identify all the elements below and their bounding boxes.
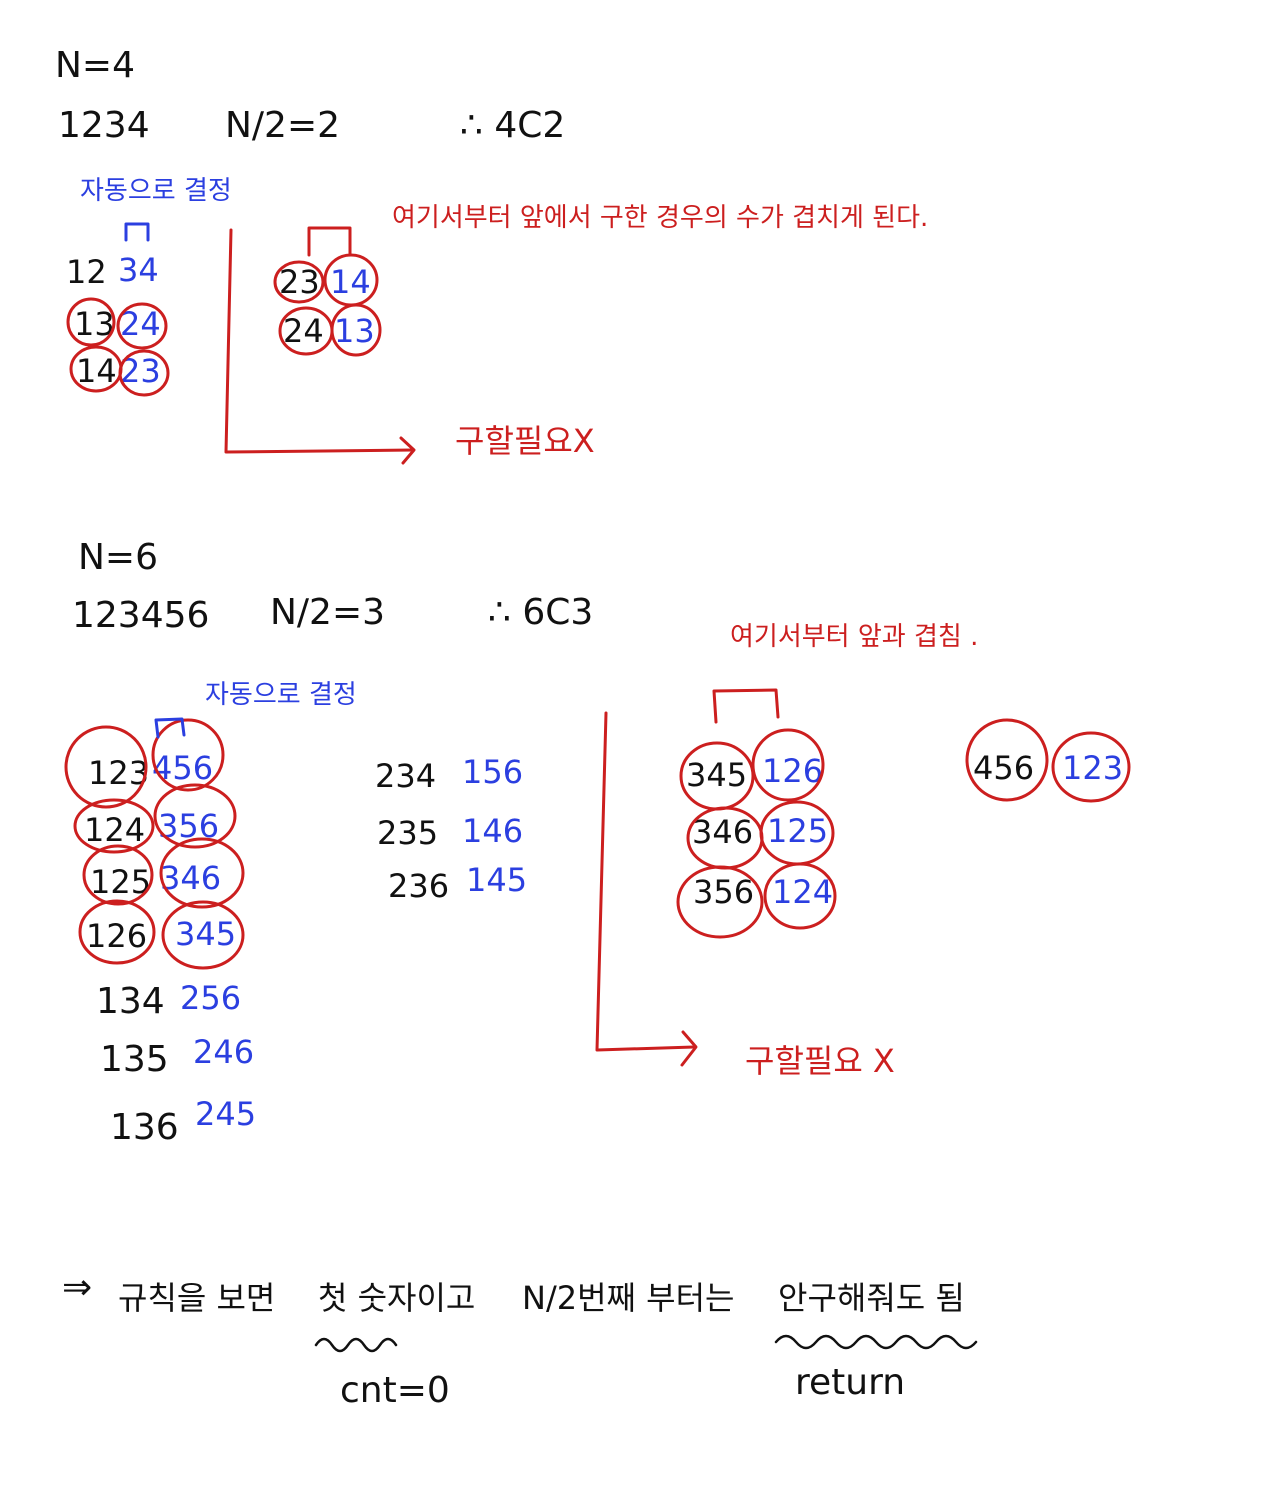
n6-col1-row-7-first: 136 (110, 1107, 179, 1148)
n6-circle-345b (679, 741, 755, 811)
n6-col1-row-4-second: 345 (175, 915, 237, 953)
n4-right-row-1-second: 14 (330, 263, 371, 301)
n6-circle-456b (965, 718, 1049, 802)
n6-circle-126 (78, 899, 156, 965)
n4-right-row-2-first: 24 (283, 312, 324, 350)
n6-circle-123b (1051, 731, 1131, 803)
n6-combination: ∴ 6C3 (488, 592, 594, 633)
n6-circle-123 (64, 725, 148, 809)
n6-bracket (712, 688, 780, 724)
n4-circle-14b (323, 253, 379, 307)
n6-col1-row-2-first: 124 (84, 811, 146, 849)
n6-circle-456 (151, 718, 225, 792)
conclusion-part3: 안구해줘도 됨 (778, 1279, 965, 1317)
n6-col4-row-1-first: 456 (973, 749, 1035, 787)
n4-circle-24 (116, 302, 168, 350)
n6-auto-note: 자동으로 결정 (205, 680, 357, 710)
n4-right-row-1-first: 23 (279, 263, 320, 301)
underline-first-digit (314, 1337, 398, 1353)
conclusion-prefix: 규칙을 보면 (118, 1279, 276, 1317)
n6-circle-124 (73, 798, 155, 854)
n4-blue-bracket (124, 222, 150, 242)
n4-row-3-second: 23 (120, 352, 161, 390)
n4-overlap-note: 여기서부터 앞에서 구한 경우의 수가 겹치게 된다. (392, 203, 929, 233)
n4-arrow-head (399, 436, 416, 465)
n6-arrow-head (680, 1030, 698, 1067)
n6-col1-row-6-first: 135 (100, 1039, 169, 1080)
n6-circle-126b (751, 728, 825, 802)
n4-arrow-line (224, 228, 415, 454)
n6-blue-bracket (154, 717, 186, 739)
n6-col1-row-2-second: 356 (158, 807, 220, 845)
n6-col1-row-3-first: 125 (90, 863, 152, 901)
n4-no-need-label: 구할필요X (455, 422, 595, 460)
n6-circle-345 (161, 900, 245, 970)
n6-col3-row-1-first: 345 (686, 756, 748, 794)
n4-circle-24b (278, 306, 334, 356)
n4-auto-note: 자동으로 결정 (80, 176, 232, 206)
n4-circle-14 (69, 345, 123, 393)
n4-row-1-first: 12 (66, 253, 107, 291)
conclusion-code-cnt: cnt=0 (340, 1370, 450, 1411)
n6-col1-row-5-first: 134 (96, 981, 165, 1022)
n6-circle-125b (759, 800, 835, 866)
n6-circle-125 (82, 844, 154, 906)
n6-col1-row-5-second: 256 (180, 979, 242, 1017)
conclusion-arrow: ⇒ (62, 1267, 93, 1308)
n6-col3-row-2-first: 346 (692, 813, 754, 851)
n4-right-row-2-second: 13 (334, 312, 375, 350)
n4-sequence: 1234 (58, 105, 150, 146)
n6-circle-124b (763, 862, 837, 930)
n6-circle-346 (159, 837, 245, 909)
n6-half: N/2=3 (270, 592, 386, 633)
n6-col3-row-2-second: 125 (767, 812, 829, 850)
n6-col2-row-2-first: 235 (377, 814, 439, 852)
n6-col3-row-3-first: 356 (693, 873, 755, 911)
n6-circle-356b (676, 865, 764, 939)
n6-col2-row-3-first: 236 (388, 867, 450, 905)
n6-col2-row-3-second: 145 (466, 861, 528, 899)
n6-label: N=6 (78, 537, 158, 578)
n6-col2-row-1-second: 156 (462, 753, 524, 791)
n6-col1-row-1-first: 123 (88, 754, 150, 792)
n6-no-need-label: 구할필요 X (745, 1042, 895, 1080)
n4-half: N/2=2 (225, 105, 341, 146)
n4-circle-23 (118, 349, 170, 397)
n4-row-2-second: 24 (120, 305, 161, 343)
conclusion-code-return: return (795, 1362, 906, 1403)
n4-row-1-second: 34 (118, 251, 159, 289)
n6-col1-row-4-first: 126 (86, 917, 148, 955)
n4-circle-23b (273, 260, 325, 304)
n6-circle-346b (686, 806, 764, 870)
n6-col4-row-1-second: 123 (1062, 749, 1124, 787)
n6-col2-row-2-second: 146 (462, 812, 524, 850)
n4-row-3-first: 14 (76, 352, 117, 390)
n4-bracket (307, 226, 352, 257)
n4-row-2-first: 13 (74, 305, 115, 343)
conclusion-part1: 첫 숫자이고 (318, 1279, 476, 1317)
underline-no-need (774, 1334, 978, 1350)
n6-col3-row-3-second: 124 (772, 873, 834, 911)
n6-col1-row-6-second: 246 (193, 1033, 255, 1071)
n4-circle-13b (330, 303, 382, 357)
n6-arrow-line (595, 711, 696, 1052)
n6-col3-row-1-second: 126 (762, 752, 824, 790)
n6-overlap-note: 여기서부터 앞과 겹침 . (730, 622, 979, 652)
conclusion-part2: N/2번째 부터는 (522, 1279, 735, 1317)
n6-col1-row-7-second: 245 (195, 1095, 257, 1133)
n6-col1-row-3-second: 346 (160, 859, 222, 897)
n6-sequence: 123456 (72, 595, 210, 636)
n4-combination: ∴ 4C2 (460, 105, 566, 146)
n4-circle-13 (66, 297, 116, 347)
n4-label: N=4 (55, 45, 135, 86)
n6-circle-356 (153, 783, 237, 849)
n6-col2-row-1-first: 234 (375, 757, 437, 795)
